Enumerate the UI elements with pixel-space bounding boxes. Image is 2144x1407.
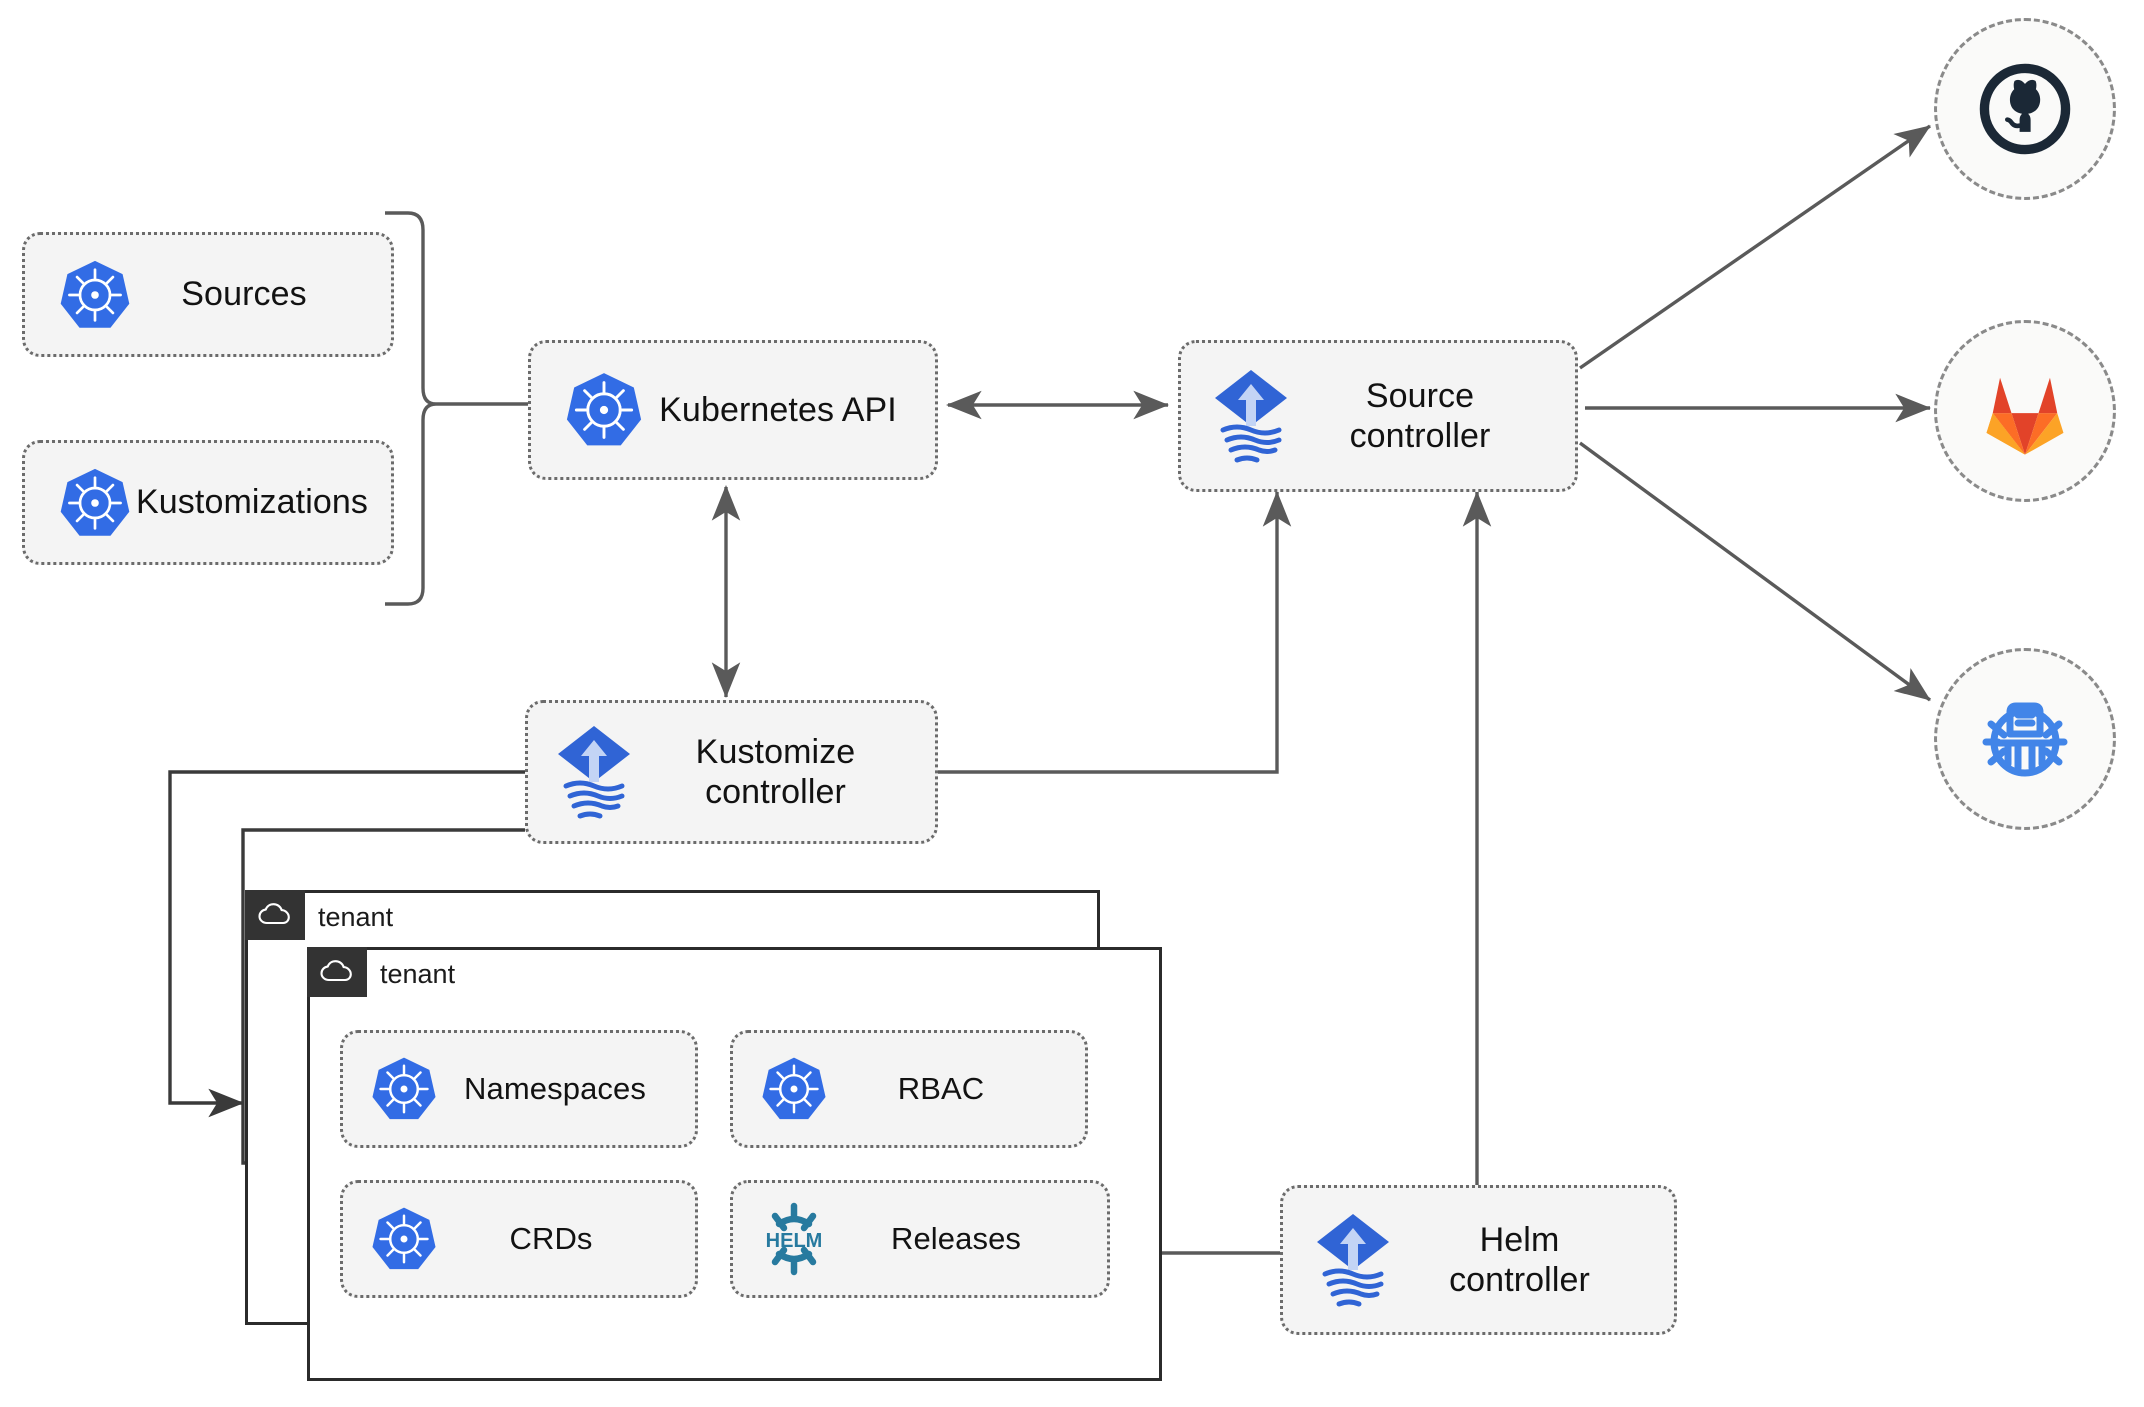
node-label: Kustomize controller	[695, 732, 856, 811]
node-crds[interactable]: CRDs	[340, 1180, 698, 1298]
node-helm-controller[interactable]: Helm controller	[1280, 1185, 1677, 1335]
svg-text:HELM: HELM	[766, 1230, 823, 1252]
gitlab-icon	[1986, 377, 2064, 455]
node-label: CRDs	[509, 1220, 593, 1256]
github-icon	[1979, 63, 2071, 155]
tenant-inner-label: tenant	[380, 959, 456, 989]
node-kustomizations[interactable]: Kustomizations	[22, 440, 394, 565]
node-namespaces[interactable]: Namespaces	[340, 1030, 698, 1148]
kubernetes-icon	[59, 466, 131, 540]
helm-repository-icon	[1982, 702, 2068, 777]
kubernetes-icon	[371, 1055, 437, 1123]
endpoint-helm-registry[interactable]	[1934, 648, 2116, 830]
node-label: Namespaces	[464, 1070, 646, 1106]
node-kubernetes-api[interactable]: Kubernetes API	[528, 340, 938, 480]
node-source-controller[interactable]: Source controller	[1178, 340, 1578, 492]
kubernetes-icon	[371, 1205, 437, 1273]
node-label: Releases	[890, 1220, 1022, 1256]
tenant-outer-tab	[245, 890, 305, 940]
kubernetes-icon	[565, 370, 643, 450]
kubernetes-icon	[59, 258, 131, 332]
node-kustomize-controller[interactable]: Kustomize controller	[525, 700, 938, 844]
node-label: Helm controller	[1449, 1220, 1590, 1299]
node-sources[interactable]: Sources	[22, 232, 394, 357]
node-releases[interactable]: HELM Releases	[730, 1180, 1110, 1298]
node-label: Kustomizations	[136, 483, 368, 522]
tenant-inner-tab	[307, 947, 367, 997]
cloud-icon	[320, 960, 352, 982]
node-label: Kubernetes API	[659, 390, 897, 429]
endpoint-github[interactable]	[1934, 18, 2116, 200]
tenant-inner-frame	[307, 947, 1162, 1381]
node-rbac[interactable]: RBAC	[730, 1030, 1088, 1148]
kubernetes-icon	[761, 1055, 827, 1123]
helm-icon: HELM	[757, 1202, 831, 1276]
endpoint-gitlab[interactable]	[1934, 320, 2116, 502]
cloud-icon	[258, 903, 290, 925]
flux-icon	[1309, 1208, 1397, 1312]
node-label: RBAC	[897, 1070, 985, 1106]
flux-icon	[1207, 364, 1295, 468]
node-label: Sources	[181, 275, 307, 314]
node-label: Source controller	[1349, 376, 1491, 455]
tenant-outer-label: tenant	[318, 902, 394, 932]
flux-icon	[550, 720, 638, 824]
